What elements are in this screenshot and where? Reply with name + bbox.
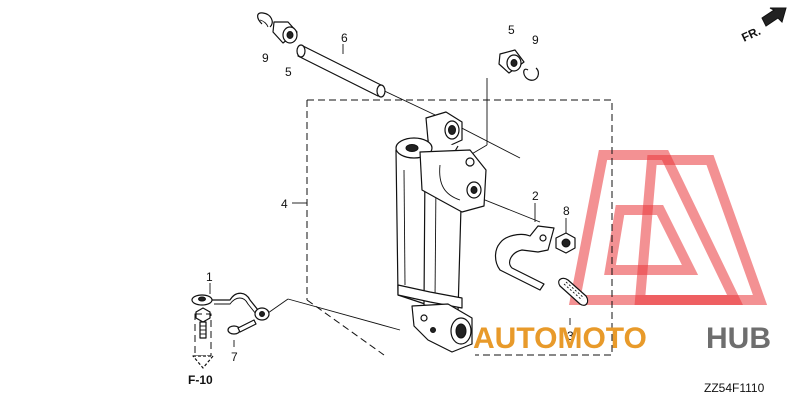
circlip-right [523, 67, 540, 81]
callout-6: 6 [341, 31, 348, 45]
watermark-text: AUTOMOTO HUB [473, 322, 771, 355]
callout-5-left: 5 [285, 65, 292, 79]
callout-4: 4 [281, 197, 288, 211]
watermark-logo [568, 150, 768, 305]
assembly-outline [306, 99, 613, 356]
watermark-part2: HUB [706, 322, 771, 355]
front-direction-arrow [761, 7, 787, 27]
washer-screw [195, 307, 211, 339]
callout-labels: 9 5 6 5 9 4 2 8 1 7 3 F-10 FR. ZZ54F1110 [188, 23, 765, 395]
direction-label: FR. [739, 24, 762, 45]
rubber-pad [558, 277, 589, 306]
collar-left [272, 21, 298, 44]
callout-7: 7 [231, 350, 238, 364]
bracket [494, 225, 555, 291]
callout-1: 1 [206, 270, 213, 284]
callout-3: 3 [567, 329, 574, 343]
cylinder-assembly [395, 111, 487, 353]
diagram-code: ZZ54F1110 [704, 381, 765, 395]
callout-8: 8 [563, 204, 570, 218]
callout-2: 2 [532, 189, 539, 203]
leader-lines [209, 44, 571, 347]
callout-5-right: 5 [508, 23, 515, 37]
watermark-part1: AUTOMOTO [473, 322, 647, 355]
flange-nut [555, 232, 576, 254]
ref-label: F-10 [188, 373, 213, 387]
shaft-pin [296, 44, 386, 98]
bolt [227, 319, 257, 335]
reference-arrow [192, 313, 214, 369]
callout-9-left: 9 [262, 51, 269, 65]
circlip-left [257, 12, 273, 28]
callout-9-right: 9 [532, 33, 539, 47]
ground-cable [191, 292, 270, 321]
collar-right [498, 49, 525, 74]
